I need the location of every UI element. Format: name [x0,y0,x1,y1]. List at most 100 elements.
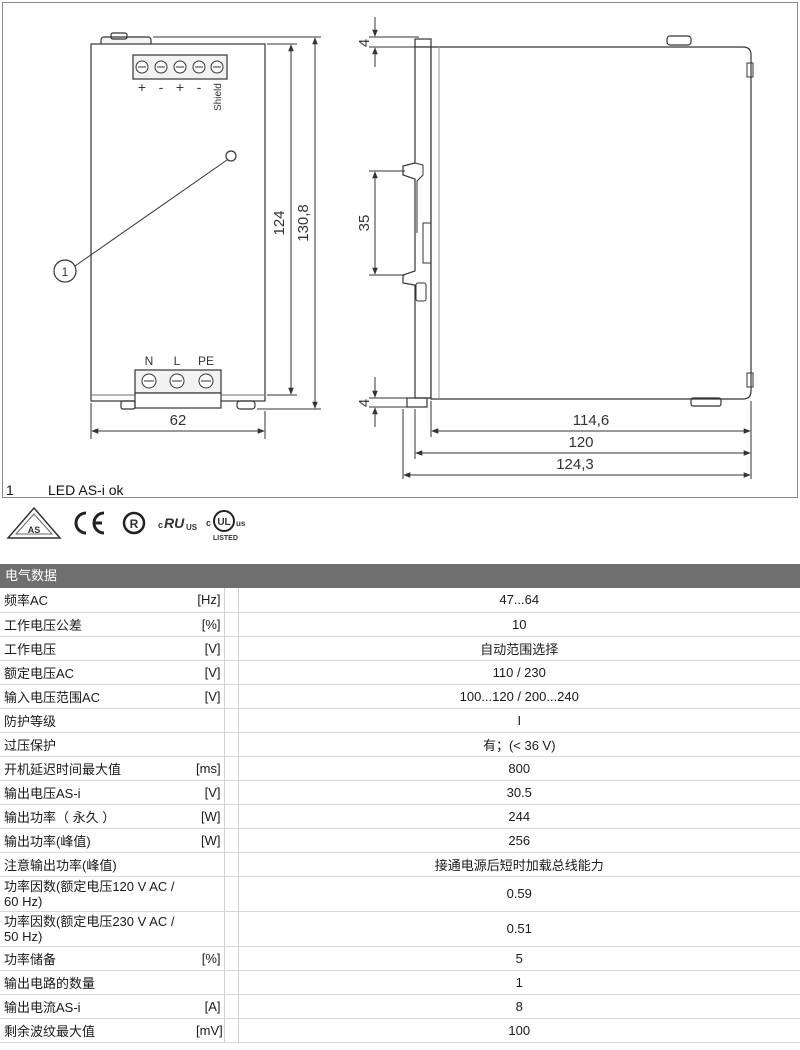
spec-divider [224,780,239,804]
spec-unit: [V] [192,684,225,708]
spec-label: 输出功率（ 永久 ） [4,809,116,825]
spec-value: 100...120 / 200...240 [459,688,579,704]
certification-icons: AS R c RU US c UL us LISTED [6,504,256,544]
spec-divider [224,994,239,1018]
svg-text:R: R [130,517,139,531]
shield-label: Shield [213,83,224,111]
spec-row: 过压保护 有；(< 36 V) [0,732,800,756]
spec-unit: [W] [192,828,225,852]
spec-label: 输入电压范围AC [4,689,101,705]
dim-rail: 35 [356,215,373,232]
spec-label: 输出功率(峰值) [4,833,91,849]
spec-row: 剩余波纹最大值[mV]100 [0,1018,800,1042]
svg-text:c: c [206,518,211,528]
spec-value: 47...64 [499,592,540,608]
side-view [402,35,754,408]
spec-row: 工作电压[V]自动范围选择 [0,636,800,660]
dim-height-inner: 124 [271,210,288,235]
spec-row: 输出功率（ 永久 ）[W]244 [0,804,800,828]
legend-text: LED AS-i ok [48,482,124,498]
spec-divider [224,588,239,612]
spec-row: 功率储备 [%] 5 [0,946,800,970]
spec-divider [224,1018,239,1042]
spec-unit: [A] [192,994,225,1018]
spec-unit: [ms] [192,756,225,780]
spec-row: 注意输出功率(峰值) 接通电源后短时加载总线能力 [0,852,800,876]
svg-text:us: us [236,519,246,528]
spec-unit [192,708,225,732]
spec-unit: [%] [192,946,225,970]
spec-row: 频率AC[Hz]47...64 [0,588,800,612]
spec-label: 功率因数(额定电压120 V AC / 60 Hz) [4,878,175,909]
spec-value: 256 [508,832,531,848]
svg-text:UL: UL [217,517,230,528]
spec-divider [224,612,239,636]
terminal-label-n: N [145,354,154,368]
bottom-terminal-screws [141,373,214,389]
callout-number: 1 [62,265,69,279]
spec-divider [224,660,239,684]
spec-row: 功率因数(额定电压120 V AC / 60 Hz) 0.59 [0,876,800,911]
terminal-sign-3: + [176,79,184,95]
spec-unit: [mV] [192,1018,225,1042]
spec-row: 输出电压AS-i[V]30.5 [0,780,800,804]
spec-value: 30.5 [506,784,532,800]
spec-label: 功率因数(额定电压230 V AC / 50 Hz) [4,913,175,944]
dimension-drawing-svg: + - + - Shield N L PE 1 62 124 130,8 [53,17,754,479]
spec-value: 自动范围选择 [480,641,559,657]
spec-row: 工作电压公差 [%] 10 [0,612,800,636]
spec-label: 输出电流AS-i [4,999,81,1015]
terminal-label-pe: PE [198,354,214,368]
spec-label: 输出电路的数量 [4,975,96,991]
front-dimensions [90,36,321,439]
svg-text:c: c [158,520,163,530]
spec-value: 100 [508,1022,531,1038]
legend-row: 1 LED AS-i ok [6,482,123,498]
spec-divider [224,708,239,732]
spec-value: 5 [515,950,523,966]
terminal-label-l: L [174,354,181,368]
spec-value: 10 [512,616,527,632]
spec-value: 1 [515,974,523,990]
spec-label: 过压保护 [4,737,57,753]
dim-bottom-gap: 4 [356,399,373,407]
cul-icon: R [122,511,146,535]
spec-unit: [V] [192,780,225,804]
spec-unit: [%] [192,612,225,636]
spec-divider [224,756,239,780]
top-terminal-screws [135,60,224,74]
spec-value: 有；(< 36 V) [482,737,556,753]
spec-divider [224,636,239,660]
spec-label: 注意输出功率(峰值) [4,857,117,873]
spec-unit [192,911,225,946]
dim-width-front: 62 [170,412,187,429]
spec-unit [192,876,225,911]
svg-text:US: US [186,523,198,532]
spec-label: 工作电压 [4,641,57,657]
svg-text:LISTED: LISTED [213,535,238,542]
side-dimensions [369,17,752,479]
spec-row: 开机延迟时间最大值 [ms] 800 [0,756,800,780]
spec-label: 额定电压AC [4,665,75,681]
spec-value: 接通电源后短时加载总线能力 [434,857,604,873]
spec-divider [224,852,239,876]
spec-value: I [517,712,522,728]
spec-divider [224,828,239,852]
spec-label: 工作电压公差 [4,617,83,633]
spec-value: 0.59 [506,886,532,901]
spec-divider [224,970,239,994]
technical-drawing: + - + - Shield N L PE 1 62 124 130,8 [2,2,798,498]
terminal-sign-1: + [138,79,146,95]
spec-unit: [W] [192,804,225,828]
spec-divider [224,946,239,970]
ce-mark-icon [74,511,105,535]
spec-label: 开机延迟时间最大值 [4,761,122,777]
spec-value: 800 [508,760,531,776]
legend-number: 1 [6,482,14,498]
svg-text:RU: RU [164,515,185,531]
spec-unit: [V] [192,660,225,684]
spec-label: 功率储备 [4,951,57,967]
